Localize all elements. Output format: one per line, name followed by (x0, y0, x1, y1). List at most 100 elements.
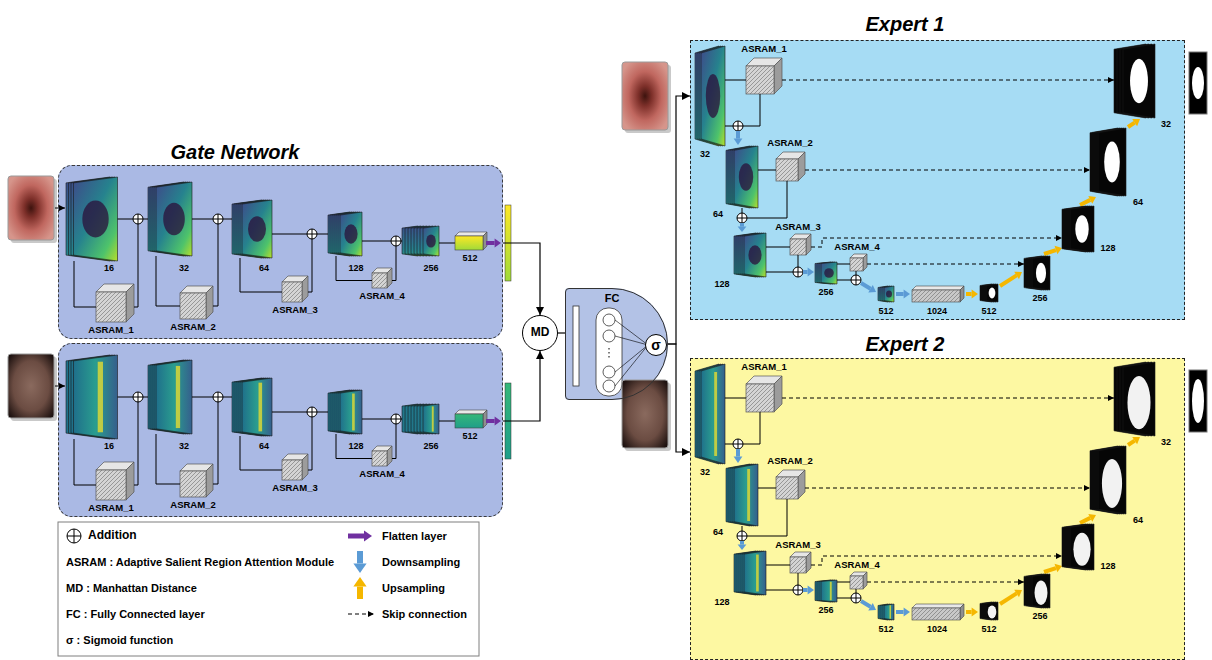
cube-hatch (180, 293, 206, 319)
wire (837, 598, 851, 599)
arrow-head (1132, 119, 1140, 126)
wire (742, 526, 743, 531)
wire (156, 434, 180, 484)
cube-hatch (372, 451, 387, 466)
addition-cross (312, 407, 313, 417)
arrow-head (1108, 395, 1114, 401)
wire (362, 241, 391, 242)
addition-cross (856, 275, 857, 285)
bar-top (912, 604, 964, 608)
wire (272, 234, 307, 235)
expert-panel: Expert 1ASRAM_1ASRAM_2ASRAM_3ASRAM_43264… (690, 40, 1185, 320)
wire (856, 589, 857, 593)
feature-stripe (432, 406, 434, 431)
wire (118, 219, 134, 220)
wire (392, 424, 396, 459)
fc-block: FCσ (565, 288, 668, 400)
legend-label: ASRAM : Adaptive Salient Region Attentio… (66, 556, 334, 569)
feature-stripe (352, 394, 355, 431)
addition-symbol (793, 585, 803, 595)
feature-map (821, 580, 837, 602)
feature-map (423, 404, 439, 434)
arrow-head (536, 351, 544, 359)
connector (503, 243, 544, 315)
feature-map (821, 262, 837, 284)
feature-map (242, 200, 272, 258)
feature-map (242, 378, 272, 436)
block-arrow-shaft (1044, 250, 1056, 254)
wire (213, 402, 218, 484)
mask-blob (1036, 263, 1046, 283)
addition-symbol (213, 392, 223, 402)
legend-label: FC : Fully Connected layer (66, 608, 205, 621)
input-image (622, 62, 668, 130)
channel-count: 256 (818, 605, 833, 615)
addition-symbol (733, 439, 743, 449)
cube-front (180, 471, 206, 497)
arrow-head (1014, 590, 1022, 597)
cube-hatch (180, 471, 206, 497)
block-arrow-shaft (896, 292, 904, 296)
block-arrow-shaft (966, 610, 972, 614)
neuron (603, 314, 615, 326)
block-arrow-shaft (740, 541, 744, 545)
lesion-blob (163, 203, 185, 236)
cube-hatch (790, 557, 806, 573)
bar-hatch (912, 608, 960, 620)
addition-symbol (793, 267, 803, 277)
addition-cross (218, 392, 219, 402)
block-arrow-shaft (861, 601, 871, 607)
cube-front (790, 239, 806, 255)
block-arrow-shaft (486, 241, 495, 245)
block-arrow-shaft (348, 534, 364, 539)
module-label: ASRAM_3 (272, 305, 317, 316)
addition-cross (312, 229, 313, 239)
connector (668, 344, 690, 456)
distance-circle: MD (522, 315, 558, 351)
block-arrow-shaft (357, 551, 363, 563)
feature-map (701, 46, 725, 146)
channel-count: 128 (714, 279, 729, 289)
cube-hatch (850, 258, 863, 271)
panel-fill (690, 40, 1185, 320)
legend-box (58, 522, 479, 656)
cube-hatch (746, 66, 774, 94)
block-arrow-shaft (896, 610, 904, 614)
wire (766, 565, 790, 566)
distance-label: MD (531, 326, 550, 340)
cube-front (372, 273, 387, 288)
wire (134, 402, 138, 485)
module-label: ASRAM_3 (775, 540, 820, 551)
feature-stripe (714, 372, 717, 456)
block-arrow-shaft (966, 292, 972, 296)
wire (743, 412, 760, 444)
channel-count: 512 (878, 306, 893, 316)
cube-front (282, 460, 302, 480)
feature-stripe (756, 555, 759, 592)
mask-blob (1127, 376, 1150, 429)
addition-cross (396, 414, 397, 424)
feature-map (1032, 256, 1050, 290)
wire (747, 181, 787, 218)
block-arrow-shaft (357, 587, 363, 599)
cube-hatch (850, 576, 863, 589)
addition-symbol (133, 392, 143, 402)
wire (392, 246, 396, 281)
input-image (622, 380, 668, 448)
lesion-blob (748, 245, 761, 264)
feature-stripe (747, 469, 750, 521)
wire (272, 412, 307, 413)
arrow-head (682, 448, 690, 456)
connector (668, 92, 690, 344)
panel-fill (58, 165, 503, 339)
channel-count: 256 (1032, 611, 1047, 621)
channel-count: 512 (878, 624, 893, 634)
addition-cross (798, 267, 799, 277)
block-arrow-shaft (861, 283, 871, 289)
wire (317, 234, 328, 235)
cube-side (387, 268, 392, 288)
feature-map (744, 233, 766, 277)
wire (192, 397, 213, 398)
bar-hatch (912, 290, 960, 302)
wire (223, 397, 232, 398)
